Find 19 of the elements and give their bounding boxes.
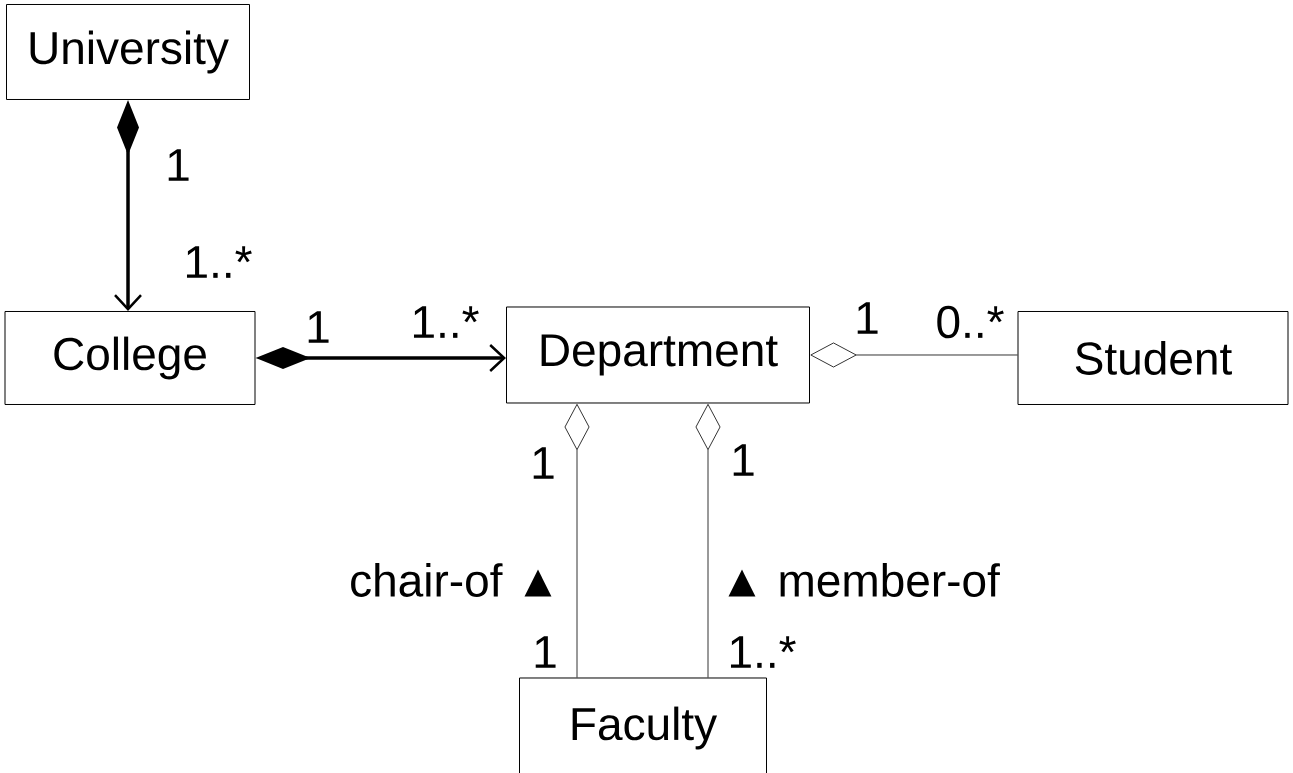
class-box: University (6, 4, 250, 100)
multiplicity: 1 (535, 636, 556, 668)
association-line (810, 342, 1018, 368)
class-box: Student (1017, 311, 1289, 405)
multiplicity: 1 (168, 149, 189, 181)
multiplicity: 1..* (731, 636, 796, 668)
class-box: College (4, 311, 256, 405)
association-line (564, 403, 590, 678)
class-box: Department (506, 306, 810, 404)
association-line (695, 403, 721, 678)
edge-label: ▲ member-of (718, 562, 1001, 598)
multiplicity: 1 (533, 447, 554, 479)
multiplicity: 1 (308, 311, 329, 343)
multiplicity: 1 (857, 302, 878, 334)
class-box: Faculty (519, 677, 767, 773)
edge-label: chair-of ▲ (348, 562, 562, 598)
multiplicity: 1..* (414, 306, 479, 338)
multiplicity: 0..* (937, 305, 1004, 339)
multiplicity: 1 (733, 444, 754, 476)
